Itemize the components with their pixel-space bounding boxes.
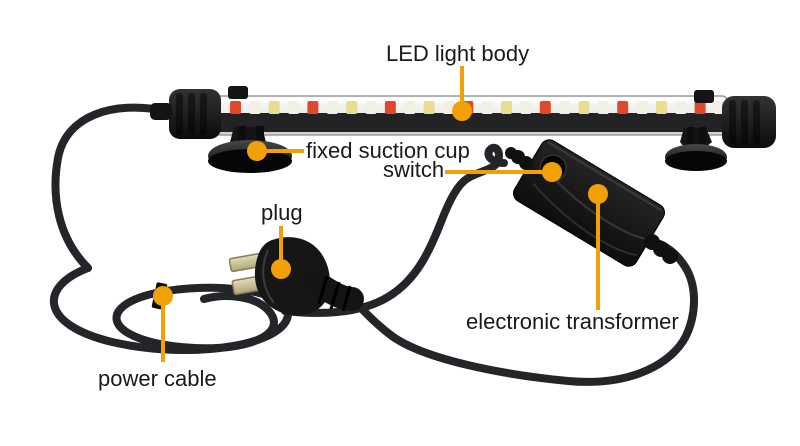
left-cap-ribs bbox=[176, 93, 207, 135]
tube-cable bbox=[51, 103, 170, 272]
dc-cable-to-transformer bbox=[281, 143, 508, 317]
electronic-transformer-callout-dot bbox=[588, 184, 608, 204]
label-fixed-suction-cup: fixed suction cup bbox=[306, 138, 470, 163]
led-chip bbox=[249, 101, 261, 114]
led-chip bbox=[481, 101, 493, 114]
led-chip bbox=[365, 101, 377, 114]
power-cable-coil bbox=[49, 264, 292, 354]
led-tube-assembly bbox=[150, 86, 776, 173]
power-cable-callout-dot bbox=[153, 286, 173, 306]
led-chip bbox=[559, 101, 571, 114]
plug-body bbox=[254, 237, 330, 316]
led-chip bbox=[617, 101, 629, 114]
cable-entry-nub bbox=[150, 103, 172, 120]
led-chip bbox=[578, 101, 590, 114]
strain-relief-output bbox=[644, 234, 678, 264]
left-end-cap bbox=[169, 89, 221, 139]
transformer-box bbox=[505, 139, 678, 267]
transformer-case bbox=[512, 139, 666, 267]
led-light-body-leader-line bbox=[460, 66, 464, 104]
label-led-light-body: LED light body bbox=[386, 41, 530, 66]
led-chip bbox=[694, 101, 706, 114]
led-chip bbox=[597, 101, 609, 114]
strain-relief-input bbox=[505, 147, 533, 170]
switch-callout-dot bbox=[542, 162, 562, 182]
led-chip bbox=[288, 101, 300, 114]
power-cable-leader-line bbox=[161, 300, 165, 362]
led-chip bbox=[326, 101, 338, 114]
ac-cable-loop bbox=[347, 240, 698, 386]
label-power-cable: power cable bbox=[98, 366, 217, 391]
transformer-edge-highlight bbox=[547, 141, 663, 212]
plug-neck-ribs bbox=[317, 275, 352, 312]
right-suction-cup bbox=[665, 127, 727, 171]
led-chip bbox=[501, 101, 512, 114]
led-chip bbox=[539, 101, 551, 114]
led-chip bbox=[384, 101, 396, 114]
led-chip bbox=[443, 101, 454, 114]
led-pcb-strip bbox=[218, 113, 724, 132]
cables bbox=[49, 103, 698, 386]
label-electronic-transformer: electronic transformer bbox=[466, 309, 679, 334]
transformer-seam-2 bbox=[532, 182, 638, 257]
led-chip bbox=[404, 101, 416, 114]
led-chip bbox=[655, 101, 667, 114]
led-chip bbox=[346, 101, 358, 114]
led-light-body-callout-dot bbox=[452, 101, 472, 121]
led-chip bbox=[675, 101, 687, 114]
label-switch: switch bbox=[383, 157, 445, 182]
led-chip bbox=[230, 101, 241, 114]
plug-body-seam bbox=[262, 249, 275, 304]
right-cap-ribs bbox=[729, 100, 760, 144]
power-plug bbox=[228, 237, 364, 316]
tube-reflection bbox=[218, 98, 724, 103]
led-chip bbox=[268, 101, 280, 114]
fixed-suction-cup-callout-dot bbox=[247, 141, 267, 161]
led-chip bbox=[307, 101, 319, 114]
electronic-transformer-leader-line bbox=[596, 200, 600, 310]
led-chip bbox=[520, 101, 532, 114]
fixed-suction-cup-leader-line bbox=[264, 149, 304, 153]
mounting-clip-left bbox=[228, 86, 248, 99]
right-end-cap bbox=[722, 96, 776, 148]
mounting-clip-right bbox=[694, 90, 714, 103]
label-plug: plug bbox=[261, 200, 303, 225]
led-chip bbox=[636, 101, 648, 114]
switch-leader-line bbox=[445, 170, 545, 174]
plug-callout-dot bbox=[271, 259, 291, 279]
plug-leader-line bbox=[279, 226, 283, 262]
led-strip bbox=[230, 101, 725, 114]
led-chip bbox=[423, 101, 435, 114]
